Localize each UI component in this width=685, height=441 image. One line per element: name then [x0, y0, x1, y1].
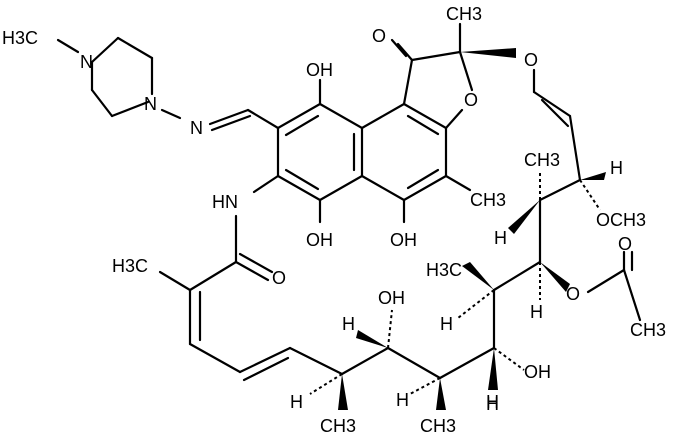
label-h3c-methyl: H3C	[2, 28, 38, 48]
label-o-acetate-top: O	[618, 234, 632, 254]
label-hn: HN	[212, 192, 238, 212]
label-oh-left: OH	[306, 230, 333, 250]
label-h-chain-5: H	[486, 394, 499, 414]
imine-linker	[208, 108, 280, 132]
label-o-ring: O	[464, 90, 478, 110]
label-oh-chain: OH	[378, 288, 405, 308]
label-n-piperazine-bottom: N	[144, 94, 157, 114]
label-o-acetate-link: O	[566, 284, 580, 304]
label-ch3-ring-side: CH3	[524, 150, 560, 170]
label-n-piperazine-top: N	[80, 52, 93, 72]
naphthalene-core	[252, 78, 472, 224]
label-oh-mid: OH	[390, 230, 417, 250]
label-och3: OCH3	[596, 210, 646, 230]
label-h-right-1: H	[610, 158, 623, 178]
label-ch3-aromatic: CH3	[470, 190, 506, 210]
label-h-chain-3: H	[342, 314, 355, 334]
label-o-ether: O	[524, 50, 538, 70]
piperazine-ring	[56, 36, 182, 120]
label-oxo-o: O	[372, 26, 386, 46]
label-h-chain-2: H	[440, 314, 453, 334]
label-ch3-acetate: CH3	[630, 320, 666, 340]
label-ch3-top: CH3	[446, 4, 482, 24]
acetate-group	[586, 250, 642, 322]
label-h-lower-mid: H	[486, 392, 499, 412]
label-h3c-chain: H3C	[426, 260, 462, 280]
label-h3c-amide: H3C	[112, 256, 148, 276]
label-ch3-lower-left: CH3	[320, 416, 356, 436]
label-h-chain-4: H	[396, 390, 409, 410]
label-h-left-1: H	[494, 228, 507, 248]
label-oh-lower: OH	[524, 362, 551, 382]
label-oh-top: OH	[306, 60, 333, 80]
furanone-ring	[390, 22, 516, 130]
label-h-chain-1: H	[530, 302, 543, 322]
ansa-chain	[158, 68, 606, 410]
label-ch3-lower-mid: CH3	[420, 416, 456, 436]
label-h-lower-left: H	[290, 392, 303, 412]
atom-labels: H3C N N N OH O CH3 O O HN OH OH CH3 CH3 …	[2, 4, 666, 436]
label-n-imine: N	[190, 118, 203, 138]
label-o-amide: O	[272, 268, 286, 288]
